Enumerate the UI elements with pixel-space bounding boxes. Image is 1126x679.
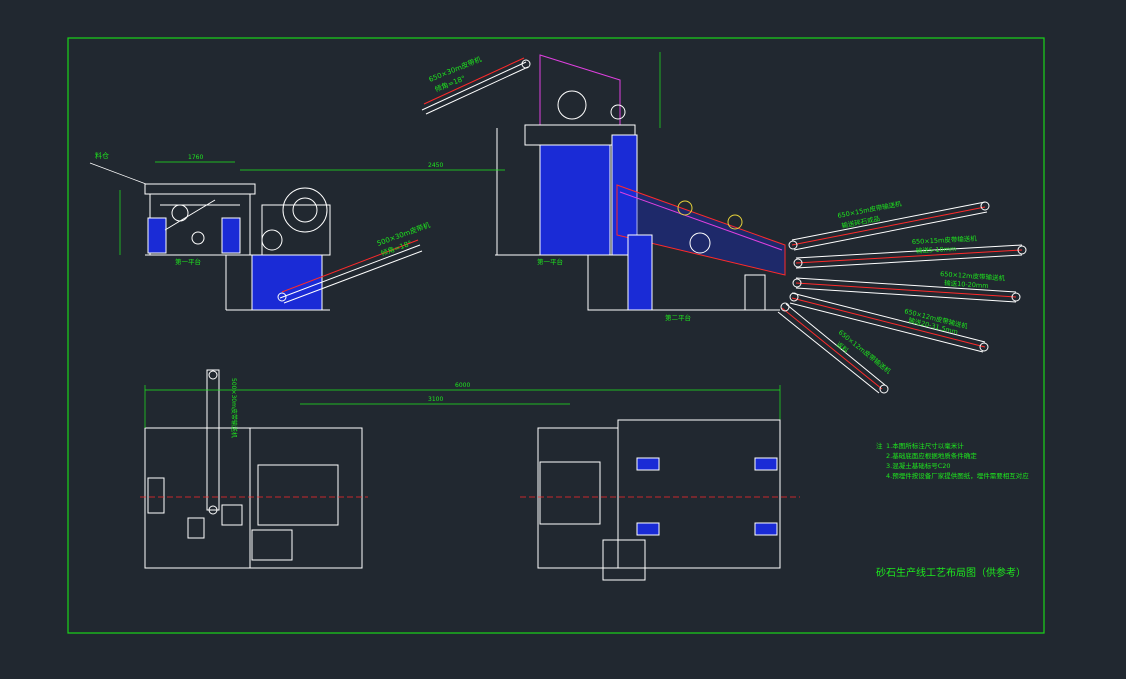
dim-d1: 1760 — [188, 154, 203, 161]
plan-dimensions — [144, 385, 781, 428]
output-conveyor-e[interactable] — [777, 302, 889, 394]
output-conveyor-c[interactable] — [792, 277, 1021, 303]
dim-d2: 2450 — [428, 162, 443, 169]
dim-d5: 3100 — [428, 396, 443, 403]
drawing-frame — [67, 37, 1045, 634]
platform-2-label: 第一平台 — [537, 257, 563, 266]
conveyor-top[interactable] — [421, 57, 531, 115]
output-conveyors[interactable] — [777, 201, 1027, 394]
output-b-sub: 输送5-10mm — [916, 244, 957, 255]
output-conveyor-d[interactable] — [789, 292, 989, 353]
plan-right[interactable] — [537, 419, 781, 581]
drawing-title: 砂石生产线工艺布局图（供参考） — [876, 566, 1026, 579]
elevation-dimensions — [119, 52, 661, 255]
platform-3-label: 第二平台 — [665, 313, 691, 322]
output-b-label: 650×15m皮带输送机 — [912, 234, 978, 246]
platform-1-label: 第一平台 — [175, 257, 201, 266]
dim-d6: 6000 — [455, 382, 470, 389]
note-2: 2.基础底面应根据地质条件确定 — [886, 451, 977, 460]
output-conveyor-b[interactable] — [793, 244, 1027, 269]
note-4: 4.预埋件按设备厂家提供图纸，埋件需要相互对应 — [886, 471, 1029, 480]
feeder-note: 料仓 — [95, 151, 109, 160]
note-3: 3.混凝土基础标号C20 — [886, 461, 951, 470]
feeder-leader — [89, 162, 147, 185]
output-c-sub: 输送10-20mm — [944, 278, 989, 290]
plan-conveyor-note: 500×30m皮带输送机 — [230, 378, 238, 438]
conveyor-mid[interactable] — [277, 239, 423, 304]
output-conveyor-a[interactable] — [788, 201, 990, 251]
vibrating-feeder[interactable] — [144, 183, 330, 256]
plan-left[interactable] — [144, 369, 363, 569]
notes-heading: 注 — [876, 441, 883, 450]
vibrating-screen[interactable] — [587, 184, 786, 311]
note-1: 1.本图所标注尺寸以毫米计 — [886, 441, 964, 450]
